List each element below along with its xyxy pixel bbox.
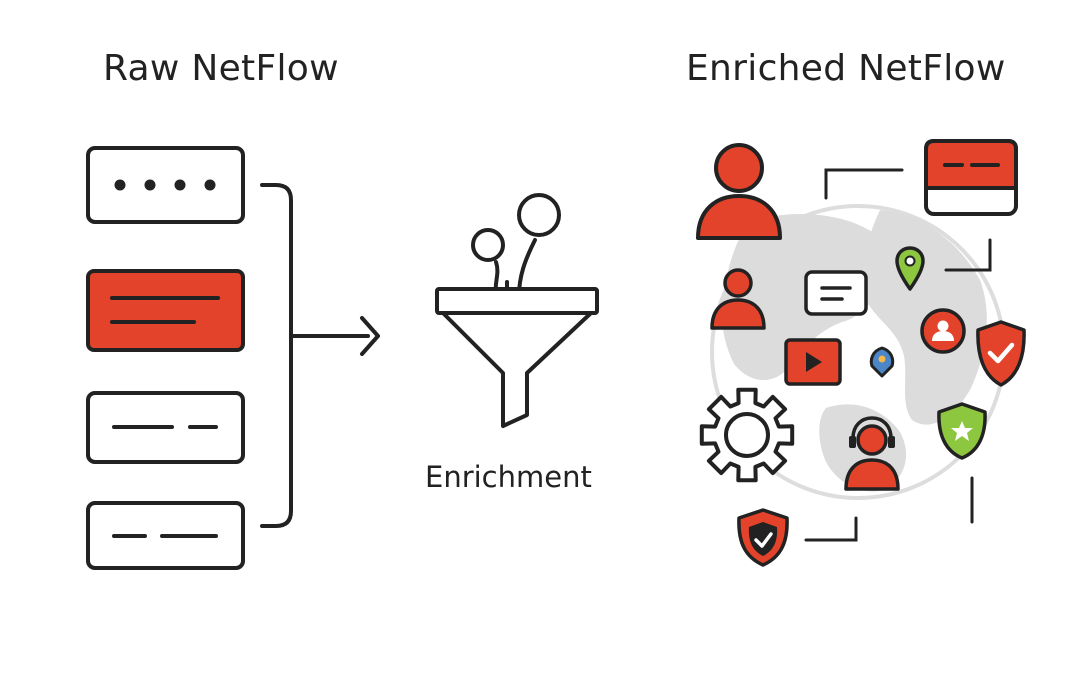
user-icon xyxy=(696,143,782,240)
location-pin-icon xyxy=(869,346,895,378)
location-pin-icon xyxy=(895,246,925,291)
raw-record-dashes xyxy=(86,391,245,464)
connector-lines xyxy=(804,168,992,542)
enriched-netflow-heading: Enriched NetFlow xyxy=(686,48,1006,89)
video-play-icon xyxy=(784,338,842,386)
raw-netflow-heading: Raw NetFlow xyxy=(103,48,339,89)
gear-icon xyxy=(699,387,795,483)
user-badge-icon xyxy=(920,308,966,354)
shield-check-icon xyxy=(737,508,789,567)
card-icon xyxy=(924,139,1018,216)
agent-headset-icon xyxy=(844,416,900,491)
raw-record-dots xyxy=(86,146,245,224)
raw-records xyxy=(86,146,245,570)
raw-record-dashes xyxy=(86,501,245,570)
merge-bracket-arrow xyxy=(260,183,380,528)
message-icon xyxy=(804,270,868,316)
shield-star-icon xyxy=(937,402,987,460)
funnel-icon xyxy=(435,193,599,428)
enrichment-label: Enrichment xyxy=(425,460,592,494)
raw-record-highlighted xyxy=(86,269,245,352)
user-icon xyxy=(710,268,766,330)
shield-check-icon xyxy=(976,320,1026,387)
